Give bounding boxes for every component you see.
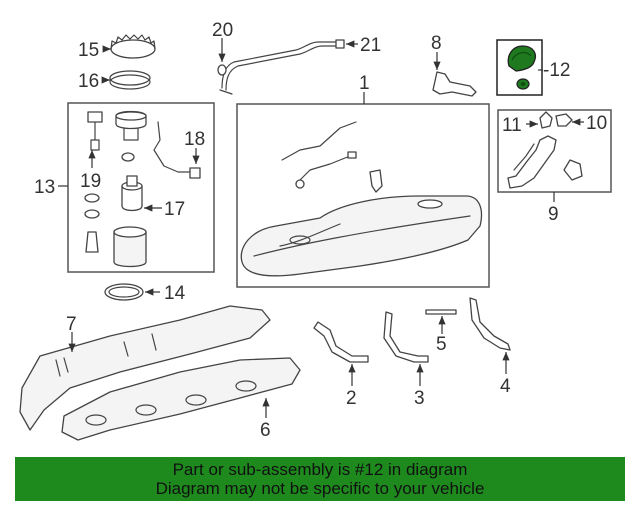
callout-6: 6 xyxy=(260,420,271,441)
leader-lines xyxy=(58,38,584,418)
part-5-bolt xyxy=(425,309,457,315)
notice-line-2: Diagram may not be specific to your vehi… xyxy=(155,479,485,498)
callout-5: 5 xyxy=(436,334,447,355)
callout-17: 17 xyxy=(164,199,185,220)
callout-1: 1 xyxy=(359,73,370,94)
callout-16: 16 xyxy=(78,71,99,92)
part-11-clip xyxy=(539,111,553,129)
callout-18: 18 xyxy=(184,129,205,150)
parts-diagram: 15 16 20 21 8 -12 1 18 19 13 17 14 11 10… xyxy=(19,20,612,441)
part-4-strap xyxy=(469,297,511,351)
callout-3: 3 xyxy=(414,388,425,409)
callout-12[interactable]: -12 xyxy=(543,60,570,81)
part-10-clip xyxy=(555,113,573,127)
part-9-filler-pipe xyxy=(507,135,583,189)
part-16-gasket xyxy=(109,70,151,90)
part-6-skid-plate xyxy=(61,357,301,441)
part-20-tube xyxy=(217,39,345,95)
callout-19: 19 xyxy=(80,171,101,192)
callout-15: 15 xyxy=(78,40,99,61)
part-7-heat-shield xyxy=(19,305,271,431)
callout-2: 2 xyxy=(346,388,357,409)
fuel-pump-group-box xyxy=(67,102,215,273)
part-13-fuel-pump-assembly xyxy=(84,110,201,268)
callout-4: 4 xyxy=(500,376,511,397)
part-1-fuel-tank xyxy=(240,121,483,277)
callout-10: 10 xyxy=(586,113,607,134)
callout-13: 13 xyxy=(34,177,55,198)
part-3-strap xyxy=(383,311,429,363)
callout-21: 21 xyxy=(360,35,381,56)
callout-8: 8 xyxy=(431,33,442,54)
part-12-fuel-cap[interactable] xyxy=(507,45,537,90)
callout-14: 14 xyxy=(164,283,186,304)
callout-20: 20 xyxy=(212,20,233,41)
callout-11: 11 xyxy=(502,115,522,136)
part-8-bracket xyxy=(432,71,477,97)
part-15-retainer-ring xyxy=(110,34,156,59)
notice-banner: Part or sub-assembly is #12 in diagram D… xyxy=(15,457,625,501)
callout-7: 7 xyxy=(66,314,77,335)
fuel-tank-group-box xyxy=(236,103,490,288)
callout-9: 9 xyxy=(548,204,559,225)
notice-line-1: Part or sub-assembly is #12 in diagram xyxy=(172,460,468,479)
part-12-highlight-box[interactable] xyxy=(496,39,543,96)
part-14-gasket xyxy=(104,283,144,301)
part-2-strap xyxy=(313,321,369,363)
